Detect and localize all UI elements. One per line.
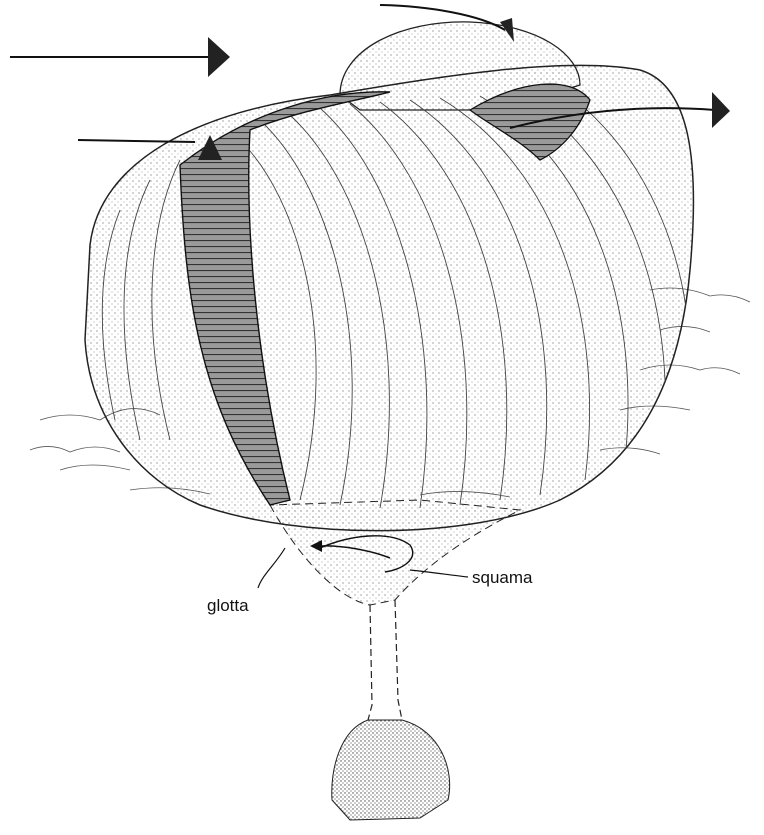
shell-body <box>85 65 693 530</box>
arrow-right-icon <box>10 37 230 77</box>
stalk-root <box>332 720 450 820</box>
squama-label: squama <box>472 569 532 586</box>
stalk <box>368 600 402 720</box>
glotta-leader <box>258 548 285 588</box>
glotta-label: glotta <box>207 597 249 614</box>
